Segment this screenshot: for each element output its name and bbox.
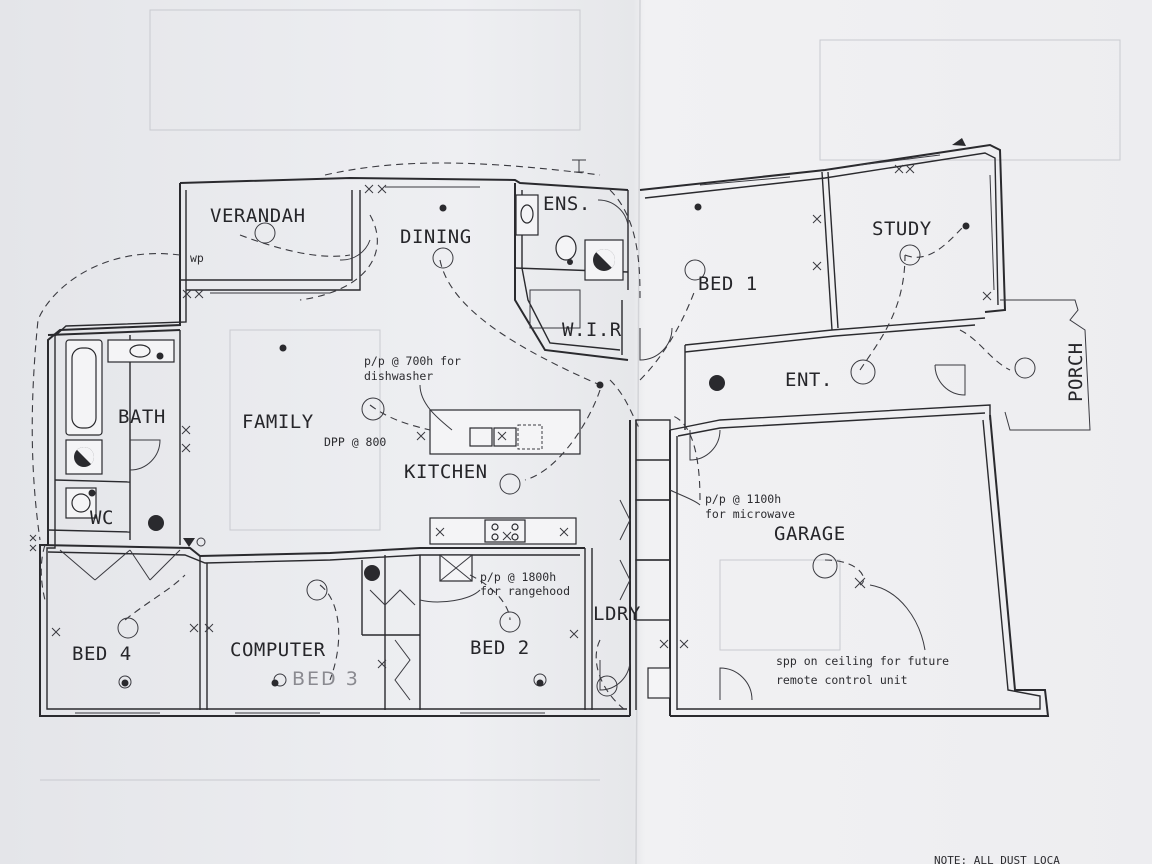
dishwasher-leader-line — [419, 384, 453, 431]
spp-note-line2: remote control unit — [776, 673, 908, 687]
ent-feature-light — [709, 375, 725, 391]
fixtures — [65, 138, 966, 699]
ens-toilet — [555, 235, 577, 261]
bottom-right-note: NOTE: ALL DUST LOCA — [934, 854, 1060, 864]
room-label-bed4: BED 4 — [72, 643, 132, 665]
spp-leader-line — [869, 584, 926, 651]
microwave-note-line2: for microwave — [705, 507, 795, 521]
garden-tap-icon — [572, 159, 586, 173]
robe-feature-light — [364, 565, 380, 581]
wp-note: wp — [190, 251, 204, 265]
power-points — [29, 164, 992, 669]
room-label-ens: ENS. — [543, 193, 591, 215]
paper-fold — [635, 0, 641, 864]
room-label-bath: BATH — [118, 406, 166, 428]
spp-note-line1: spp on ceiling for future — [776, 654, 949, 668]
microwave-leader-line — [669, 489, 701, 506]
light-fittings — [88, 203, 1036, 697]
bed3-handwritten-note: BED 3 — [292, 668, 360, 690]
room-label-bed2: BED 2 — [470, 637, 530, 659]
room-label-porch: PORCH — [1065, 342, 1087, 402]
rangehood-leader-line — [419, 589, 481, 603]
room-label-family: FAMILY — [242, 411, 314, 433]
room-label-dining: DINING — [400, 226, 472, 248]
room-label-ldry: LDRY — [593, 603, 641, 625]
annotations: p/p @ 700h for dishwasher DPP @ 800 p/p … — [190, 251, 1060, 864]
rangehood-note-line1: p/p @ 1800h — [480, 570, 556, 584]
door-swings — [59, 199, 966, 701]
laundry-tub — [647, 667, 671, 699]
room-label-ent: ENT. — [785, 369, 833, 391]
smoke-alarm-icon — [183, 538, 195, 547]
right-wing-walls — [635, 143, 1091, 717]
room-label-wir: W.I.R — [562, 319, 622, 341]
room-label-study: STUDY — [872, 218, 932, 240]
electrical-wiring — [31, 162, 1011, 711]
room-labels: VERANDAH DINING ENS. BED 1 STUDY W.I.R E… — [72, 193, 1087, 665]
hall-feature-light — [148, 515, 164, 531]
room-label-garage: GARAGE — [774, 523, 846, 545]
room-label-verandah: VERANDAH — [210, 205, 306, 227]
room-label-bed1: BED 1 — [698, 273, 758, 295]
dishwasher-note-line2: dishwasher — [364, 369, 433, 383]
room-label-kitchen: KITCHEN — [404, 461, 488, 483]
dishwasher-note-line1: p/p @ 700h for — [364, 354, 461, 368]
room-label-wc: WC — [90, 507, 114, 529]
rangehood-note-line2: for rangehood — [480, 584, 570, 598]
room-label-computer: COMPUTER — [230, 639, 326, 661]
microwave-note-line1: p/p @ 1100h — [705, 492, 781, 506]
dpp-note: DPP @ 800 — [324, 435, 386, 449]
ghost-lines — [40, 9, 1121, 781]
